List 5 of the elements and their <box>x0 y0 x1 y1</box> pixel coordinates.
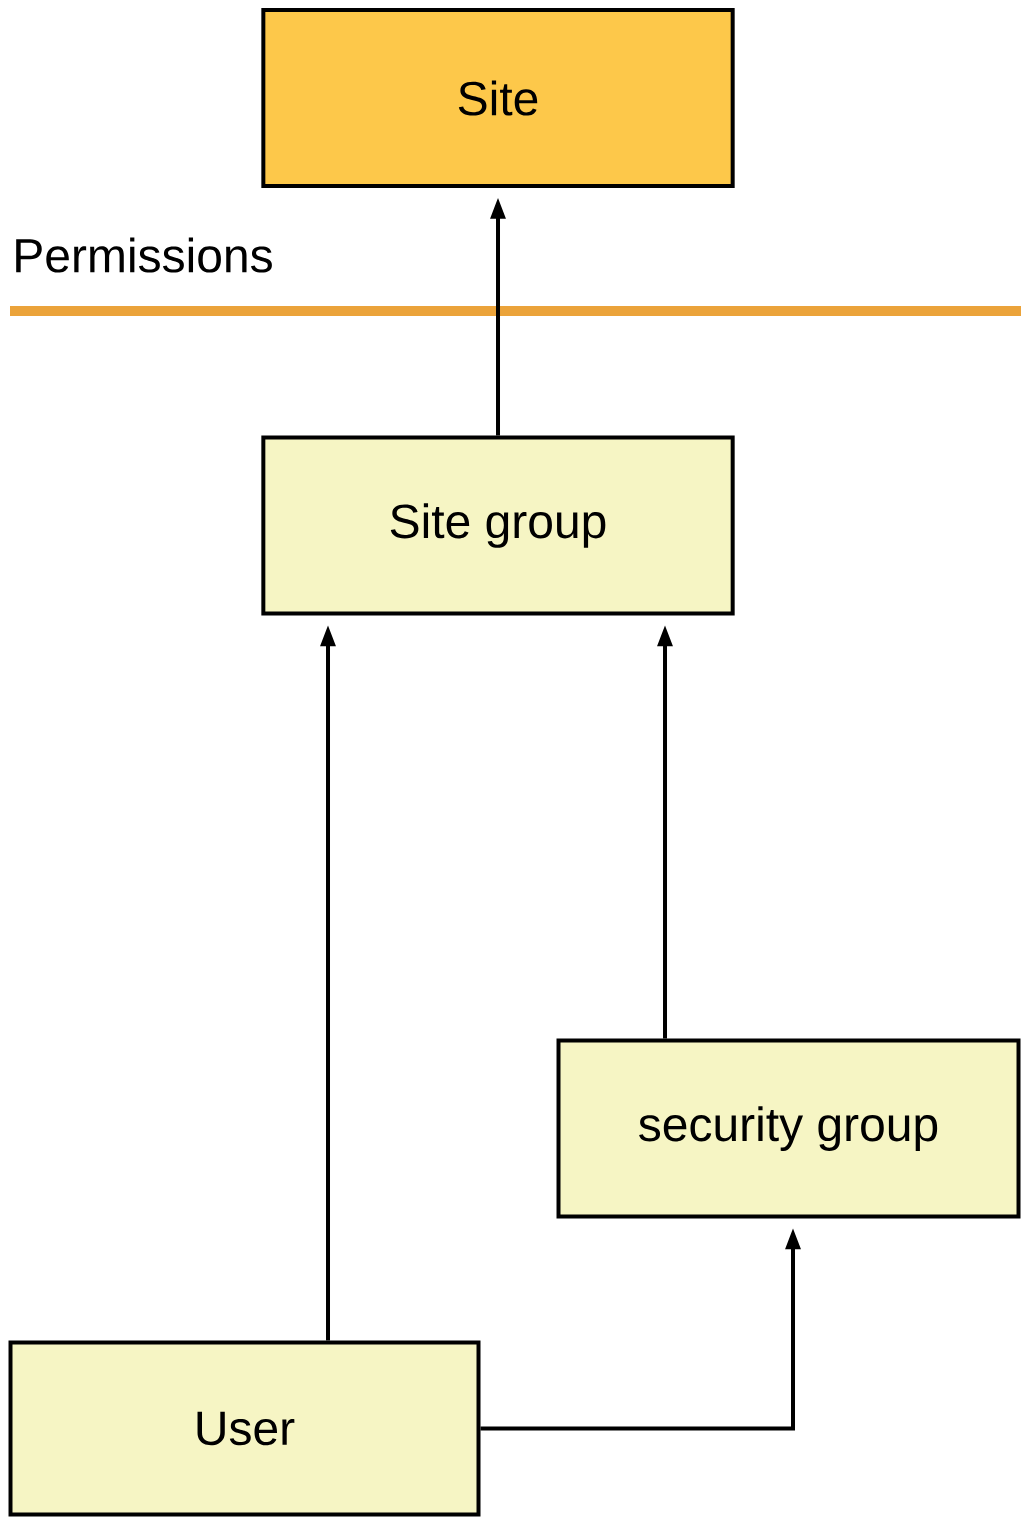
label: Permissions <box>16 237 272 273</box>
box: User <box>8 1340 481 1517</box>
box: security group <box>556 1038 1021 1219</box>
box: Site <box>261 8 735 188</box>
box: Site group <box>261 435 735 616</box>
